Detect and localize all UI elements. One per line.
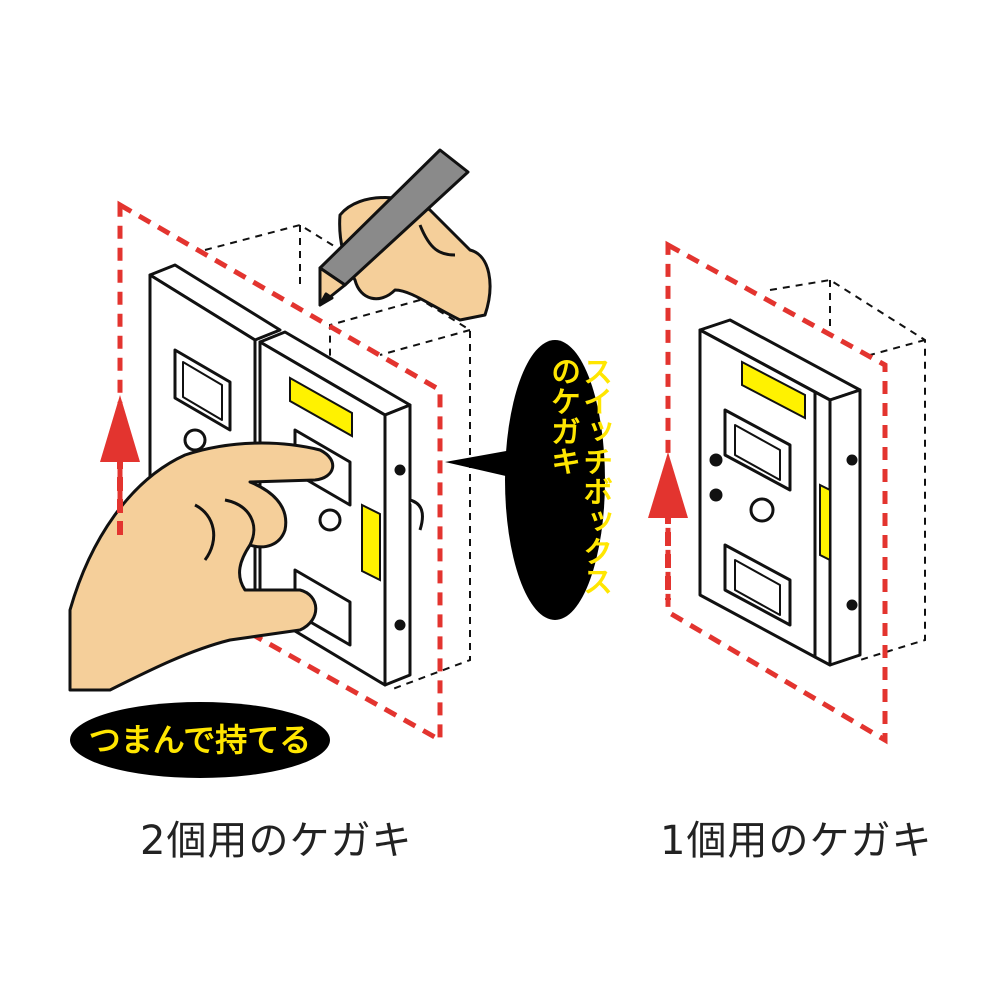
callout-switchbox-line2: のケガキ [545,356,580,476]
pinching-hand [68,441,334,692]
pencil-hand [318,148,492,322]
callout-switchbox-line1: スイッチボックス [577,356,612,596]
right-up-arrow [648,452,688,600]
callout-switchbox-text: スイッチボックス のケガキ [520,356,612,606]
pinch-callout-bubble [70,702,330,778]
callout-pinch-text: つまんで持てる [88,721,312,759]
switchbox-callout-bubble: スイッチボックス [445,340,605,620]
left-dashed-frame [117,200,443,745]
right-plate [698,318,862,667]
right-yellow-marks [741,360,831,562]
caption-single-gang: 1個用のケガキ [660,818,933,864]
right-switchbox-outline [769,278,926,661]
left-up-arrow [100,395,140,540]
left-yellow-marks [289,376,381,582]
caption-double-gang: 2個用のケガキ [140,818,413,864]
